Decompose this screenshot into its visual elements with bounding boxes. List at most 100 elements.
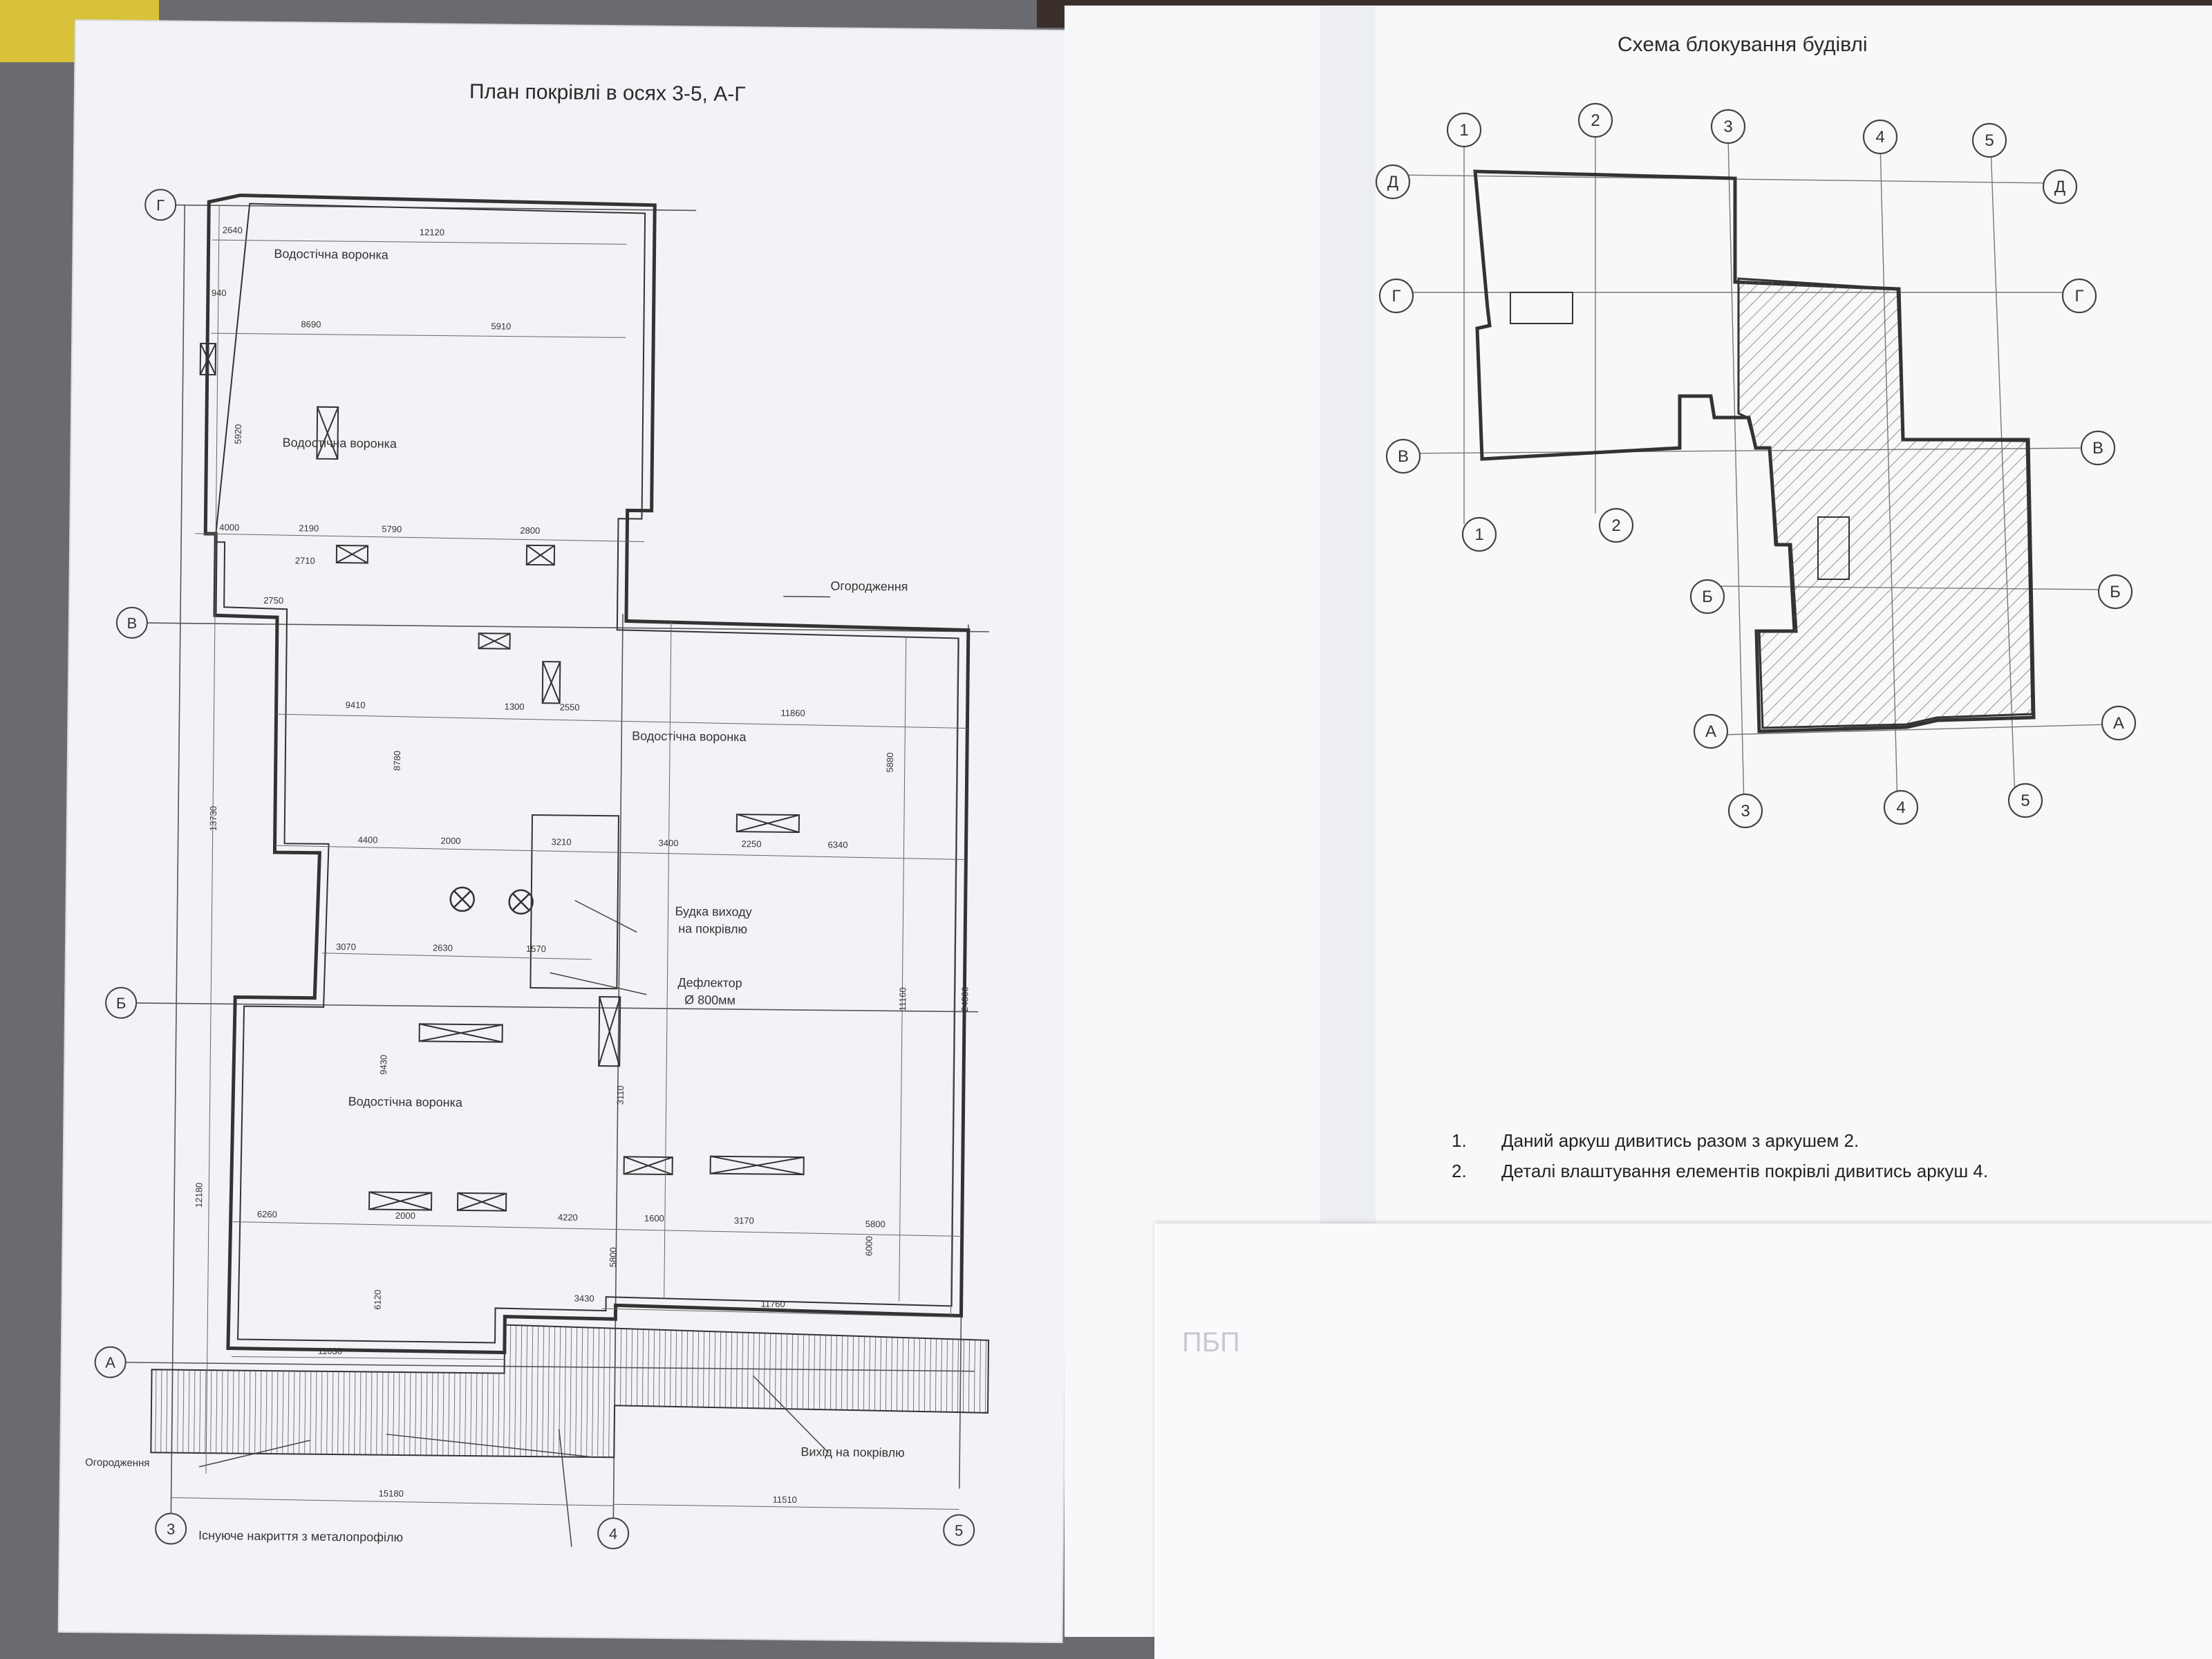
- dim-value: 11160: [897, 987, 908, 1011]
- dim-value: 6340: [827, 839, 847, 850]
- dim-value: 2800: [520, 525, 540, 536]
- dim-value: 2750: [263, 595, 283, 606]
- dim-value: 9410: [346, 700, 366, 710]
- fence-label: Огородження: [85, 1456, 150, 1469]
- axis-col-4-label: 4: [609, 1525, 618, 1542]
- dim-value: 2640: [223, 225, 243, 235]
- dim-value: 3210: [552, 836, 572, 847]
- roof-plan-title: План покрівлі в осях 3-5, А-Г: [469, 79, 746, 106]
- dim-value: 11760: [761, 1298, 785, 1309]
- scheme-exit-box: [1817, 516, 1850, 580]
- dim-value: 8690: [301, 319, 321, 329]
- dim-value: 3110: [615, 1085, 626, 1105]
- axis-col-4-label: 4: [1896, 798, 1905, 817]
- block-scheme-title: Схема блокування будівлі: [1618, 33, 1868, 56]
- dim-value: 11860: [780, 708, 805, 718]
- scheme-exit-box: [1510, 292, 1573, 324]
- existing-cover-hatch: [150, 1324, 990, 1459]
- dim-value: 8780: [392, 751, 402, 771]
- funnel-label: Водостічна воронка: [274, 247, 389, 262]
- axis-col-3-label: 3: [1741, 802, 1750, 821]
- dimension-values: 2640 12120 940 8690 5910 4000 2190 5790 …: [212, 225, 885, 1505]
- dim-value: 1570: [526, 944, 546, 954]
- dim-value: 6260: [257, 1209, 277, 1219]
- roof-plan-sheet: Г В Б А 3 4 5 Водостічна воронка Водості…: [59, 21, 1078, 1642]
- blocked-area-hatch: [1737, 277, 2034, 729]
- dim-value: 13730: [208, 806, 218, 831]
- dim-value: 6000: [863, 1236, 874, 1256]
- dim-value: 9430: [378, 1055, 388, 1075]
- dim-value: 11510: [773, 1494, 797, 1505]
- dim-value: 4400: [358, 834, 378, 845]
- axis-col-4-label: 4: [1875, 128, 1884, 147]
- sheet-notes: 1.Даний аркуш дивитись разом з аркушем 2…: [1452, 1125, 1988, 1186]
- axis-row-a-label: А: [2113, 714, 2124, 733]
- dim-value: 24300: [959, 986, 970, 1011]
- dim-value: 3400: [659, 838, 679, 848]
- dim-value: 3070: [336, 941, 356, 952]
- dimension-values-vertical: 24300 11160 13730 12180 5920 8780 9430 6…: [194, 424, 970, 1310]
- axis-row-b-label: Б: [116, 995, 126, 1012]
- dim-value: 2710: [295, 555, 315, 565]
- dim-value: 5800: [865, 1219, 885, 1229]
- funnel-label: Водостічна воронка: [283, 435, 398, 451]
- existing-cover-label: Існуюче накриття з металопрофілю: [198, 1528, 403, 1544]
- axis-row-g-label: Г: [156, 196, 165, 214]
- dim-value: 3170: [734, 1215, 754, 1226]
- note-item: 1.Даний аркуш дивитись разом з аркушем 2…: [1452, 1130, 1859, 1151]
- funnel-label: Водостічна воронка: [632, 729, 747, 744]
- axis-col-5-label: 5: [2021, 791, 2030, 810]
- axis-row-a-label: А: [105, 1354, 115, 1371]
- axis-labels: Г В Б А 3 4 5: [105, 196, 963, 1542]
- leader-lines: [198, 596, 831, 1547]
- dim-value: 3430: [574, 1293, 594, 1304]
- dim-value: 1600: [644, 1213, 664, 1224]
- axis-col-1-label: 1: [1459, 121, 1468, 140]
- dim-value: 12180: [194, 1183, 204, 1208]
- axis-row-a-label: А: [1705, 722, 1716, 741]
- dim-value: 11030: [318, 1346, 342, 1356]
- dimension-lines: [171, 205, 968, 1510]
- blank-card: [1154, 1224, 2212, 1659]
- roof-exit-label: Вихід на покрівлю: [800, 1445, 905, 1460]
- axis-col-1-label: 1: [1474, 525, 1483, 544]
- deflector-label: Ø 800мм: [684, 993, 735, 1007]
- dim-value: 2190: [299, 523, 319, 533]
- dim-value: 1300: [505, 702, 525, 712]
- axis-row-v-label: В: [126, 615, 137, 632]
- axis-col-2-label: 2: [1611, 516, 1620, 535]
- axis-row-g-label: Г: [1392, 287, 1401, 306]
- grid-axis-lines: [110, 204, 989, 1520]
- deflector-icons: [449, 886, 534, 915]
- axis-col-3-label: 3: [167, 1520, 176, 1537]
- dim-value: 5800: [608, 1247, 618, 1267]
- axis-row-g-label: Г: [2075, 287, 2084, 306]
- dim-value: 2000: [395, 1210, 415, 1221]
- vent-boxes: [199, 342, 805, 1212]
- exit-booth-label: Будка виходу: [675, 904, 751, 919]
- note-item: 2.Деталі влаштування елементів покрівлі …: [1452, 1161, 1989, 1181]
- dim-value: 2000: [441, 836, 461, 846]
- dim-value: 940: [212, 288, 227, 298]
- axis-col-3-label: 3: [1723, 118, 1732, 136]
- axis-row-v-label: В: [2092, 439, 2103, 458]
- axis-row-d-label: Д: [1387, 173, 1398, 191]
- dim-value: 6120: [372, 1290, 382, 1310]
- dim-value: 4220: [558, 1212, 578, 1222]
- pen-mark: ПБП: [1182, 1327, 1240, 1358]
- dim-value: 5910: [491, 321, 511, 331]
- roof-outline: [203, 193, 971, 1355]
- dim-value: 4000: [219, 522, 239, 532]
- scheme-axis-labels: 1 2 3 4 5 Д Г В Б А Д Г В Б А 1 2 3 4 5: [1387, 111, 2124, 821]
- axis-col-5-label: 5: [1985, 131, 1994, 150]
- deflector-label: Дефлектор: [677, 975, 742, 990]
- axis-row-v-label: В: [1398, 447, 1409, 466]
- dim-value: 2250: [742, 838, 762, 849]
- callouts: Водостічна воронка Водостічна воронка Во…: [85, 247, 908, 1544]
- dim-value: 5790: [382, 524, 402, 534]
- roof-plan-drawing: Г В Б А 3 4 5 Водостічна воронка Водості…: [85, 189, 990, 1550]
- axis-row-b-label: Б: [1702, 588, 1713, 606]
- scheme-axis-bubbles: [1375, 102, 2137, 829]
- dim-value: 5920: [233, 424, 243, 444]
- dim-value: 2630: [433, 942, 453, 953]
